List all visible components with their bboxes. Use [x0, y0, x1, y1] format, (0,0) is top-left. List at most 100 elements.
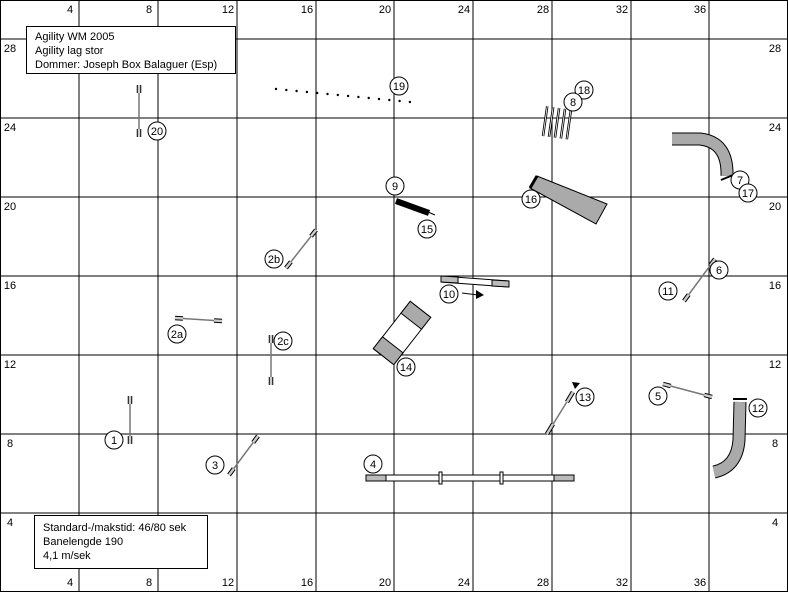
axis-label-top: 16 — [301, 4, 313, 16]
weave-dot — [285, 88, 288, 92]
axis-label-right: 16 — [769, 280, 781, 292]
tunnel-7-body — [672, 133, 733, 177]
jump-bar — [228, 435, 259, 476]
obstacle-number-label: 12 — [752, 403, 764, 415]
dogwalk-contact — [553, 474, 575, 482]
obstacle-number-circle — [748, 398, 768, 418]
course-time: Standard-/makstid: 46/80 sek — [43, 522, 187, 534]
obstacle-number-circle — [273, 331, 293, 351]
axis-label-left: 28 — [4, 43, 16, 55]
axis-label-left: 24 — [4, 122, 16, 134]
jump-wing-fill — [252, 435, 260, 444]
weave-pole-hl — [560, 108, 566, 139]
obstacle-number-label: 8 — [570, 97, 576, 109]
course-info-box: Agility WM 2005 Agility lag stor Dommer:… — [26, 26, 236, 74]
obstacle-number-label: 9 — [392, 181, 398, 193]
axis-label-bottom: 20 — [379, 577, 391, 589]
weave-pole-hl — [548, 107, 554, 137]
obstacle-number-circle — [563, 92, 583, 112]
obstacle-number-circle — [389, 76, 409, 96]
obstacle-number-label: 20 — [151, 126, 163, 138]
weave-dot — [346, 94, 350, 98]
obstacle-number-circle — [648, 386, 668, 406]
obstacle-9-tip — [427, 211, 436, 216]
course-judge: Dommer: Joseph Box Balaguer (Esp) — [35, 59, 218, 71]
obstacle-number-label: 2c — [277, 336, 289, 348]
obstacle-number-label: 18 — [578, 85, 590, 97]
axis-label-left: 20 — [4, 201, 16, 213]
axis-label-right: 28 — [769, 43, 781, 55]
dogwalk-contact — [365, 474, 387, 482]
jump-13-wing-fill — [565, 391, 575, 403]
weave-dot — [326, 92, 329, 96]
jump-wing-fill — [227, 467, 235, 476]
table-14-group — [372, 300, 432, 366]
obstacle-number-circle — [417, 219, 437, 239]
jump-bar — [285, 229, 317, 269]
axis-label-bottom: 8 — [146, 577, 152, 589]
axis-label-top: 12 — [222, 4, 234, 16]
obstacle-number-label: 3 — [212, 460, 218, 472]
obstacle-number-label: 2a — [171, 329, 184, 341]
jump-wing-fill — [174, 316, 184, 320]
obstacle-number-circle — [363, 454, 383, 474]
obstacle-number-label: 19 — [393, 81, 405, 93]
obstacle-number-label: 4 — [370, 459, 376, 471]
axis-label-right: 4 — [772, 517, 778, 529]
dogwalk-support — [499, 471, 504, 485]
weave-dot — [336, 93, 339, 97]
obstacle-number-circle — [574, 80, 594, 100]
axis-label-bottom: 36 — [694, 577, 706, 589]
axis-label-top: 4 — [67, 4, 73, 16]
table-14-end — [372, 336, 404, 366]
axis-label-left: 12 — [4, 359, 16, 371]
axis-label-top: 20 — [379, 4, 391, 16]
obstacle-number-label: 11 — [662, 286, 673, 298]
axis-label-right: 24 — [769, 122, 781, 134]
jump-wing-fill — [682, 293, 690, 302]
axis-label-top: 24 — [458, 4, 470, 16]
axis-label-top: 32 — [616, 4, 628, 16]
jump-wing-fill — [310, 229, 317, 238]
obstacle-number-circle — [205, 455, 225, 475]
weave-dot — [357, 95, 360, 99]
seesaw-10-arrow-head — [476, 290, 484, 299]
obstacle-number-circle — [264, 249, 284, 269]
course-title: Agility WM 2005 — [35, 31, 115, 43]
obstacle-number-label: 17 — [742, 188, 754, 200]
tunnel-12-body — [712, 401, 746, 478]
table-14-end — [400, 300, 432, 330]
obstacle-number-circle — [439, 284, 459, 304]
jump-bar — [683, 258, 716, 302]
course-speed: 4,1 m/sek — [43, 550, 91, 562]
axis-label-top: 36 — [694, 4, 706, 16]
obstacle-number-label: 5 — [655, 391, 661, 403]
obstacle-number-label: 15 — [421, 224, 433, 236]
axis-label-bottom: 16 — [301, 577, 313, 589]
axis-label-right: 8 — [772, 438, 778, 450]
axis-label-left: 16 — [4, 280, 16, 292]
jump-wing-fill — [709, 258, 717, 267]
obstacle-8-group — [541, 106, 573, 140]
weave-dot — [377, 97, 381, 101]
weave-dot — [398, 99, 401, 103]
weave-dot — [367, 96, 370, 100]
axis-label-right: 20 — [769, 201, 781, 213]
obstacle-number-circle — [521, 189, 541, 209]
weave-dot — [408, 100, 412, 104]
seesaw-10-contact — [491, 279, 510, 288]
jump-wing-fill — [662, 382, 672, 388]
seesaw-10-arrow-line — [461, 292, 479, 296]
tunnel-7-exit — [720, 174, 734, 181]
obstacle-number-circle — [709, 260, 729, 280]
jump-wing-fill — [285, 260, 292, 269]
dogwalk-plank — [365, 474, 575, 482]
obstacle-number-circle — [396, 357, 416, 377]
axis-label-right: 12 — [769, 359, 781, 371]
obstacle-number-label: 7 — [737, 175, 743, 187]
axis-label-bottom: 4 — [67, 577, 73, 589]
obstacle-number-label: 14 — [400, 362, 412, 374]
weave-dot — [388, 98, 391, 102]
